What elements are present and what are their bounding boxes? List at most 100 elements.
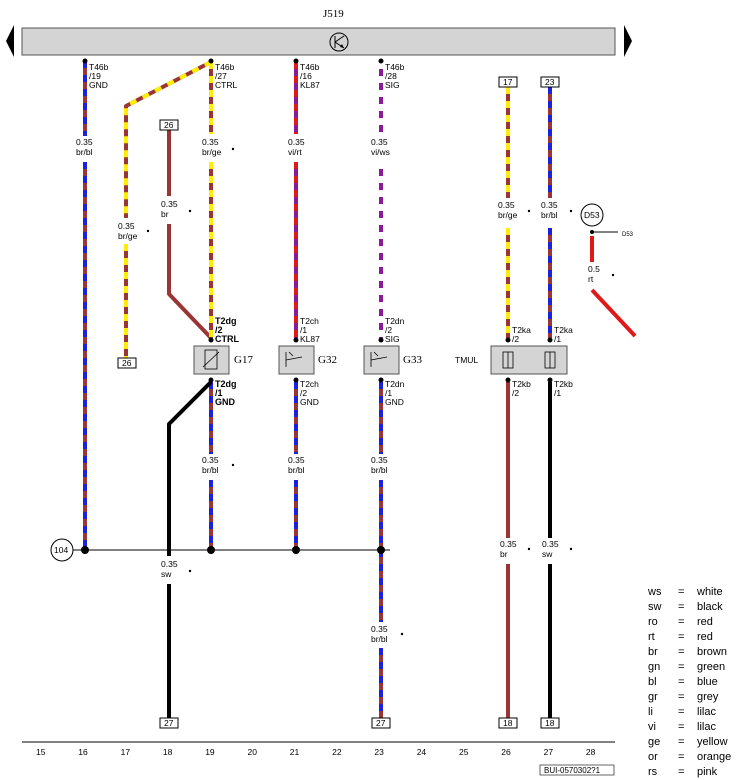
svg-text:sw: sw	[542, 549, 553, 559]
svg-text:br/bl: br/bl	[76, 147, 93, 157]
svg-text:BUI-0570302?1: BUI-0570302?1	[544, 766, 601, 775]
pin-label-t2dg-1: T2dg /1 GND	[215, 379, 237, 407]
svg-text:T2ch: T2ch	[300, 379, 319, 389]
svg-text:=: =	[678, 766, 684, 778]
svg-text:=: =	[678, 706, 684, 718]
wire-18-br-lower	[167, 224, 213, 340]
svg-text:gr: gr	[648, 691, 658, 703]
svg-text:GND: GND	[215, 397, 236, 407]
scroll-right-arrow-icon	[624, 25, 632, 57]
svg-text:T2dn: T2dn	[385, 379, 405, 389]
ruler-number: 21	[290, 747, 300, 757]
pin-label-t46b-16: T46b /16 KL87	[300, 62, 320, 90]
svg-text:KL87: KL87	[300, 334, 320, 344]
wire-label-wd53: 0.5rt	[588, 264, 615, 284]
svg-text:CTRL: CTRL	[215, 334, 239, 344]
svg-text:rs: rs	[648, 766, 658, 778]
wire-17-br-ge-upper	[124, 60, 212, 218]
svg-text:vi/rt: vi/rt	[288, 147, 302, 157]
svg-text:0.35: 0.35	[161, 199, 178, 209]
wire-labels: 0.35br/bl0.35br/ge0.35br0.35br/ge0.35vi/…	[76, 137, 615, 644]
svg-text:0.35: 0.35	[500, 539, 517, 549]
svg-text:/1: /1	[215, 388, 223, 398]
junction-dot-16	[81, 546, 89, 554]
ground-point-marker	[50, 538, 74, 562]
svg-text:or: or	[648, 751, 658, 763]
temperature-sensor-icon	[202, 349, 220, 370]
svg-text:0.35: 0.35	[541, 200, 558, 210]
legend-item: gn=green	[648, 661, 725, 673]
pin-label-t2dn-2: T2dn /2 SIG	[385, 316, 405, 344]
svg-text:br/ge: br/ge	[118, 231, 138, 241]
ref-box-26-bottom: 26	[117, 357, 137, 369]
svg-text:GND: GND	[300, 397, 319, 407]
ruler-number: 19	[205, 747, 215, 757]
wire-d53-rt-lower	[590, 288, 637, 338]
legend-item: ge=yellow	[648, 736, 728, 748]
svg-text:T46b: T46b	[385, 62, 405, 72]
ref-box-17: 17	[498, 76, 518, 88]
pin-label-t46b-27: T46b /27 CTRL	[215, 62, 237, 90]
legend-item: vi=lilac	[648, 721, 716, 733]
svg-text:T46b: T46b	[89, 62, 109, 72]
svg-text:T2dn: T2dn	[385, 316, 405, 326]
svg-text:0.35: 0.35	[542, 539, 559, 549]
svg-text:17: 17	[503, 77, 513, 87]
svg-text:=: =	[678, 661, 684, 673]
svg-text:br/ge: br/ge	[498, 210, 518, 220]
svg-text:pink: pink	[697, 766, 718, 778]
svg-text:23: 23	[545, 77, 555, 87]
svg-text:CTRL: CTRL	[215, 80, 237, 90]
svg-text:0.35: 0.35	[161, 559, 178, 569]
svg-text:br/bl: br/bl	[371, 634, 388, 644]
svg-text:18: 18	[503, 718, 513, 728]
svg-text:=: =	[678, 721, 684, 733]
svg-text:br/bl: br/bl	[288, 465, 305, 475]
svg-text:/16: /16	[300, 71, 312, 81]
legend-item: rs = pink	[648, 766, 718, 778]
control-unit-j519	[6, 25, 632, 57]
pin-label-t2ka-1: T2ka /1	[554, 325, 573, 344]
svg-text:/2: /2	[215, 325, 223, 335]
pin-label-t46b-28: T46b /28 SIG	[385, 62, 405, 90]
svg-text:27: 27	[164, 718, 174, 728]
svg-text:=: =	[678, 676, 684, 688]
svg-text:T2ka: T2ka	[512, 325, 531, 335]
svg-text:0.35: 0.35	[498, 200, 515, 210]
legend-item: ws=white	[647, 586, 723, 598]
svg-text:0.35: 0.35	[371, 137, 388, 147]
svg-text:=: =	[678, 601, 684, 613]
junction-dot-21	[292, 546, 300, 554]
svg-text:GND: GND	[89, 80, 108, 90]
svg-text:br/ge: br/ge	[202, 147, 222, 157]
wire-18-sw-upper	[167, 380, 213, 556]
pin-label-t2ch-2: T2ch /2 GND	[300, 379, 319, 407]
component-g33: G33	[363, 345, 422, 375]
ref-box-27-left: 27	[159, 717, 179, 729]
component-tmul: TMUL	[455, 345, 568, 375]
pin-label-t46b-19: T46b /19 GND	[89, 62, 109, 90]
ruler-number: 18	[163, 747, 173, 757]
color-legend: ws=whitesw=blackro=redrt=redbr=browngn=g…	[647, 586, 731, 778]
scroll-left-arrow-icon	[6, 25, 14, 57]
svg-text:KL87: KL87	[300, 80, 320, 90]
svg-text:=: =	[678, 631, 684, 643]
svg-text:/1: /1	[385, 388, 392, 398]
svg-text:0.35: 0.35	[371, 455, 388, 465]
ref-box-18-b: 18	[540, 717, 560, 729]
ground-bus: 104	[50, 538, 390, 562]
ground-point-label: 104	[54, 545, 68, 555]
ruler-number: 16	[78, 747, 88, 757]
footer-code-box	[539, 764, 615, 776]
svg-text:SIG: SIG	[385, 80, 400, 90]
svg-text:T2dg: T2dg	[215, 379, 237, 389]
electronics-symbol-icon	[329, 32, 349, 52]
svg-text:=: =	[678, 616, 684, 628]
svg-text:0.5: 0.5	[588, 264, 600, 274]
